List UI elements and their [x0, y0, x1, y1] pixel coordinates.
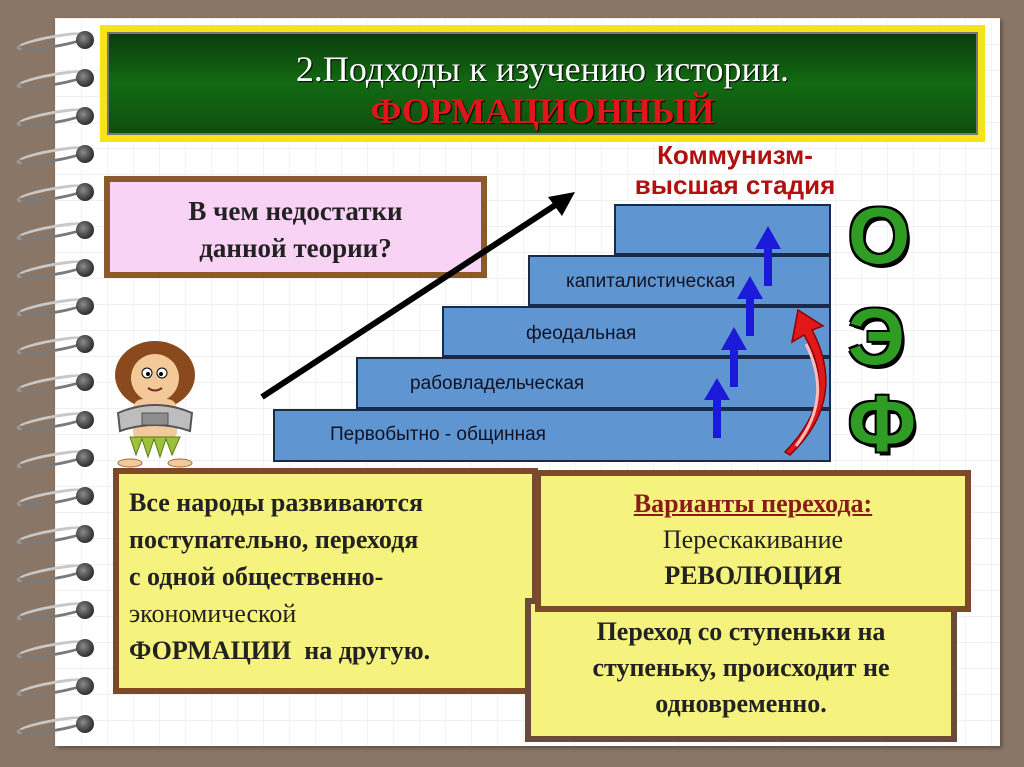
oef-letter-e: Э: [848, 292, 905, 381]
description-line5: ФОРМАЦИИ на другую.: [129, 632, 532, 669]
variant-jump: Перескакивание: [662, 525, 844, 554]
oef-letter-o: О: [848, 191, 911, 280]
variants-heading: Варианты перехода:: [633, 489, 873, 518]
page-subtitle: ФОРМАЦИОННЫЙ: [370, 91, 715, 131]
communism-label: Коммунизм- высшая стадия: [585, 140, 885, 200]
spiral-binding-icon: [8, 598, 96, 625]
description-rest: на другую.: [291, 636, 431, 665]
question-box: В чем недостатки данной теории?: [104, 176, 487, 278]
spiral-binding-icon: [8, 484, 96, 511]
up-arrow-icon: [704, 378, 730, 438]
spiral-binding-icon: [8, 408, 96, 435]
spiral-binding-icon: [8, 560, 96, 587]
transition-variants-box: Варианты перехода: Перескакивание РЕВОЛЮ…: [535, 470, 971, 612]
transition-line2: ступеньку, происходит не: [592, 653, 890, 682]
description-line4: экономической: [129, 599, 297, 628]
spiral-binding-icon: [8, 218, 96, 245]
page-title: 2.Подходы к изучению истории.: [295, 49, 790, 89]
up-arrow-icon: [737, 276, 763, 336]
spiral-binding-icon: [8, 446, 96, 473]
stair-label-slave: рабовладельческая: [410, 373, 585, 394]
stair-step-feudal: феодальная: [442, 306, 831, 357]
spiral-binding-icon: [8, 522, 96, 549]
variant-revolution: РЕВОЛЮЦИЯ: [664, 561, 842, 590]
spiral-binding-icon: [8, 674, 96, 701]
transition-line3: одновременно.: [655, 689, 827, 718]
communism-label-line1: Коммунизм-: [657, 140, 813, 170]
spiral-binding-icon: [8, 712, 96, 739]
caveman-with-wheel-icon: [115, 341, 195, 468]
spiral-binding-icon: [8, 28, 96, 55]
stair-step-slave: рабовладельческая: [356, 357, 831, 409]
up-arrow-icon: [721, 327, 747, 387]
spiral-binding-icon: [8, 256, 96, 283]
title-panel: 2.Подходы к изучению истории. ФОРМАЦИОНН…: [107, 32, 978, 135]
oef-letter-f: Ф: [848, 379, 917, 468]
transition-note-box: Переход со ступеньки на ступеньку, проис…: [525, 598, 957, 742]
description-line2: поступательно, переходя: [129, 525, 419, 554]
question-line1: В чем недостатки: [188, 196, 403, 226]
growth-arrow-icon: [260, 192, 575, 400]
stair-label-feudal: феодальная: [526, 323, 637, 344]
spiral-binding-icon: [8, 104, 96, 131]
description-caps: ФОРМАЦИИ: [129, 636, 292, 665]
communism-label-line2: высшая стадия: [634, 170, 836, 200]
spiral-binding-icon: [8, 180, 96, 207]
question-line2: данной теории?: [199, 233, 392, 263]
stair-step-communist: [614, 204, 831, 255]
spiral-binding-icon: [8, 66, 96, 93]
question-panel: В чем недостатки данной теории?: [110, 182, 481, 272]
stair-step-primitive: Первобытно - общинная: [273, 409, 831, 462]
description-line3: с одной общественно-: [129, 562, 384, 591]
spiral-binding-icon: [8, 332, 96, 359]
spiral-binding-icon: [8, 636, 96, 663]
spiral-binding-icon: [8, 370, 96, 397]
spiral-binding-icon: [8, 142, 96, 169]
up-arrow-icon: [755, 226, 781, 286]
stair-step-capitalist: капиталистическая: [528, 255, 831, 306]
description-line1: Все народы развиваются: [129, 488, 424, 517]
formation-description-box: Все народы развиваются поступательно, пе…: [113, 468, 538, 694]
stair-label-capitalist: капиталистическая: [566, 271, 736, 292]
title-frame: 2.Подходы к изучению истории. ФОРМАЦИОНН…: [100, 25, 985, 142]
transition-line1: Переход со ступеньки на: [596, 617, 886, 646]
stair-label-primitive: Первобытно - общинная: [330, 424, 546, 445]
curved-revolution-arrow-icon: [783, 308, 827, 456]
spiral-binding-icon: [8, 294, 96, 321]
